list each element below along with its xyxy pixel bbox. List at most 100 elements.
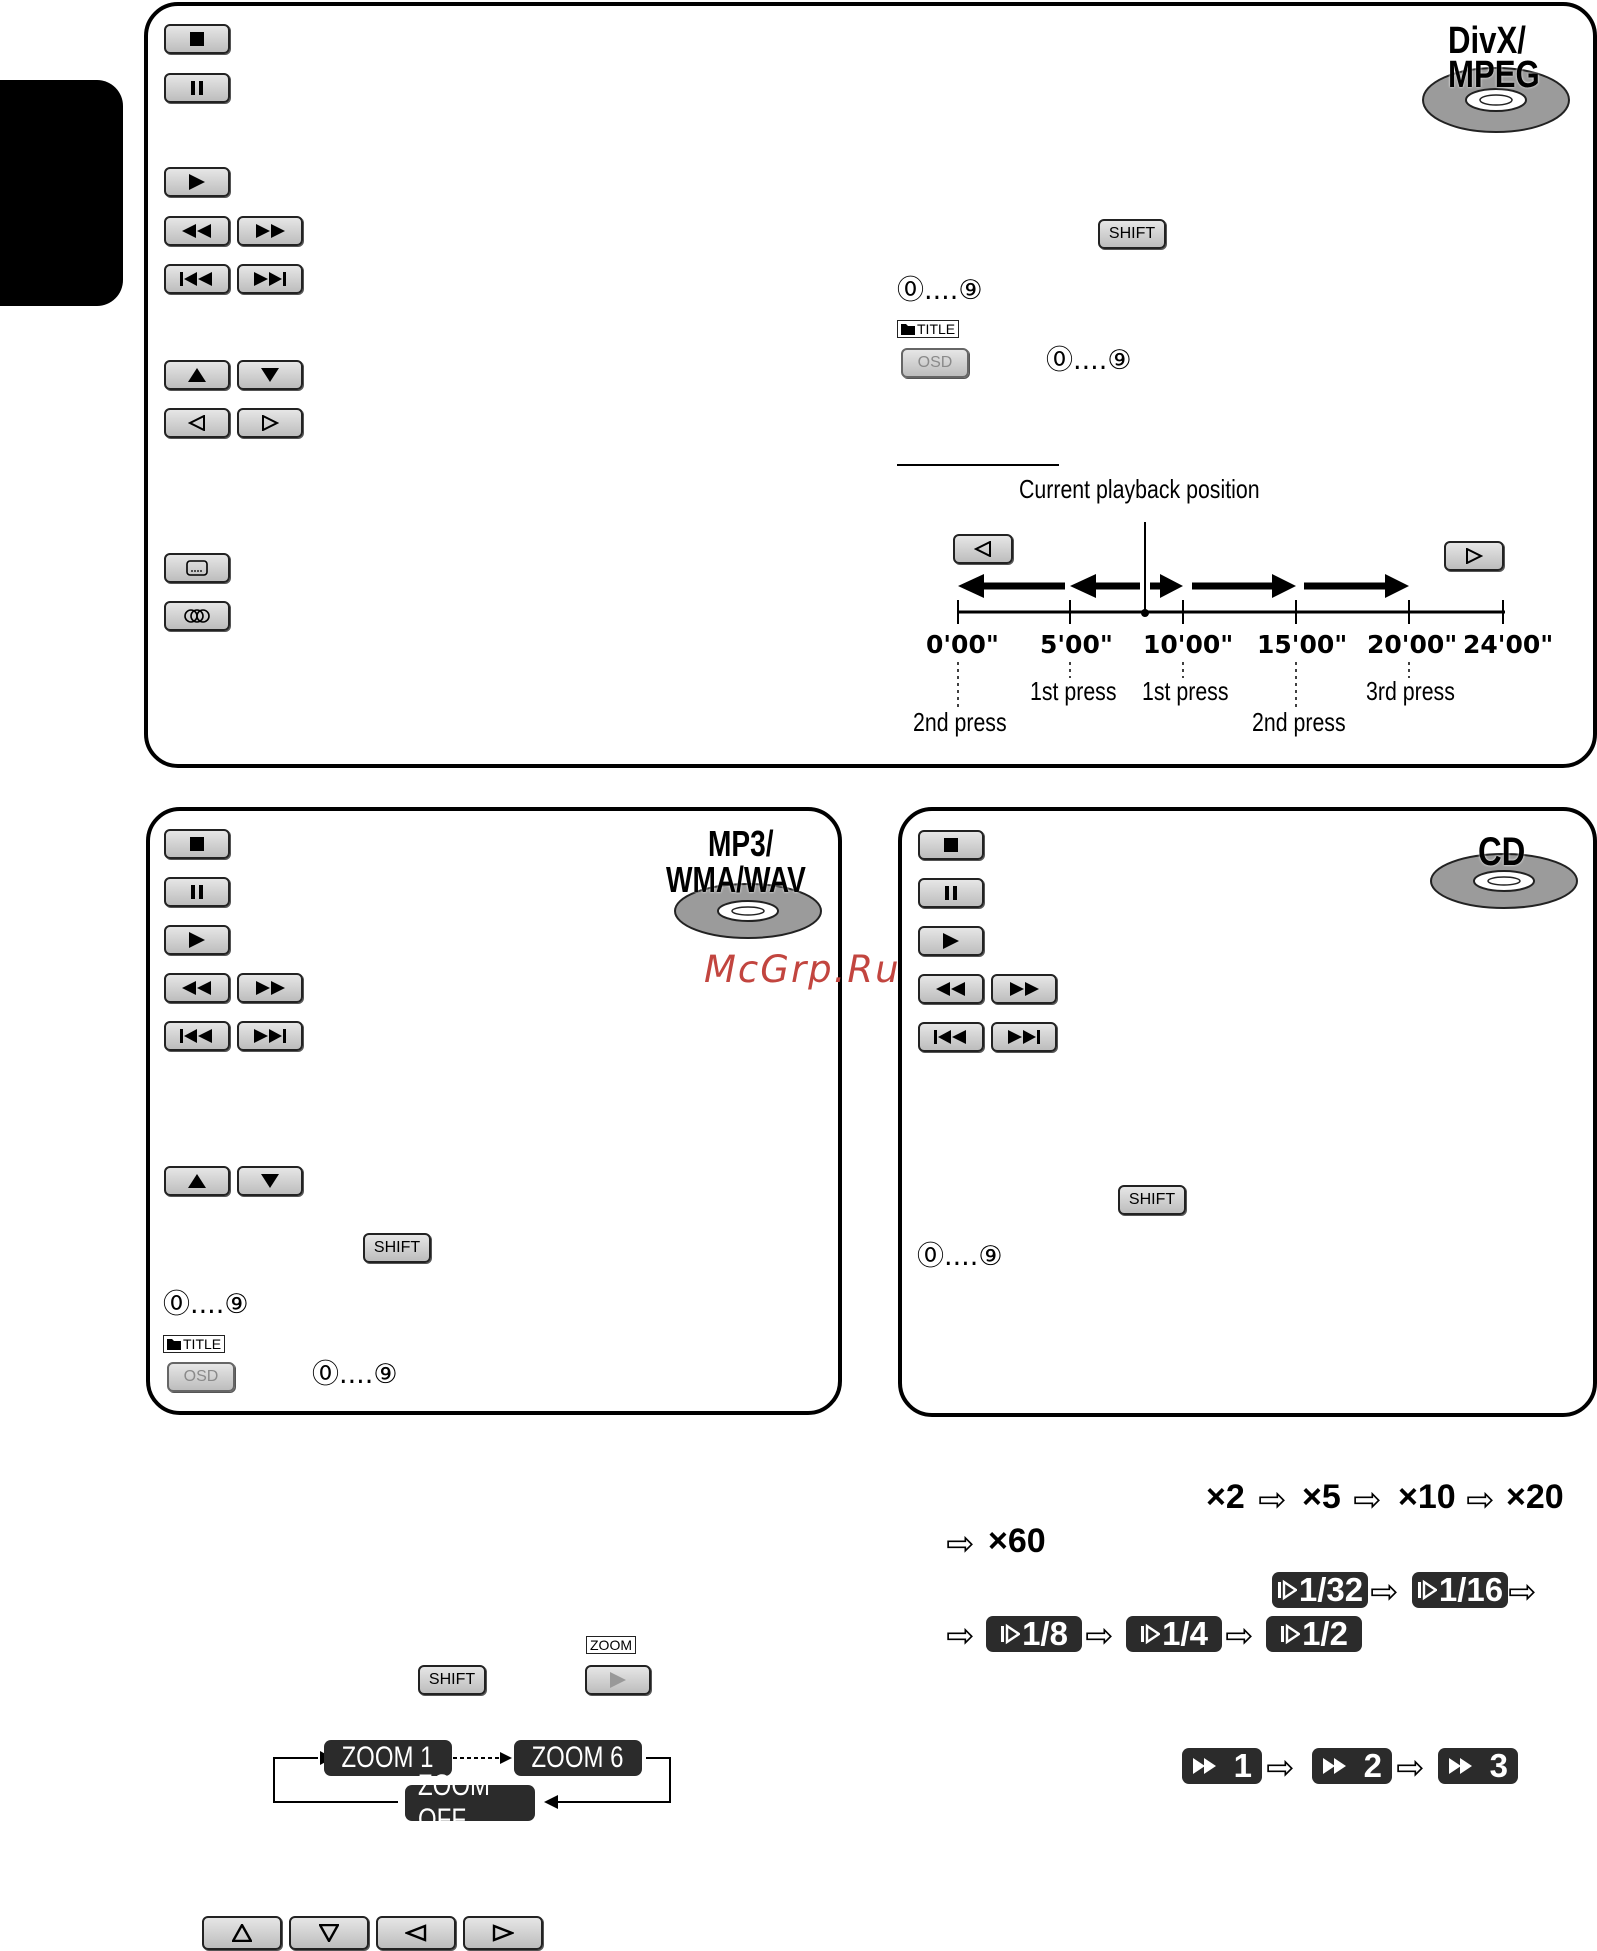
play-icon xyxy=(943,933,959,949)
slow-1-16-text: 1/16 xyxy=(1438,1571,1504,1608)
stop-icon xyxy=(190,837,204,851)
arrow-right-icon: ⇨ xyxy=(1466,1480,1495,1520)
slow-1-32-text: 1/32 xyxy=(1298,1571,1364,1608)
left-button[interactable] xyxy=(164,408,230,438)
right-outline-icon xyxy=(492,1924,514,1942)
skip-forward-icon xyxy=(254,1029,286,1043)
cd-panel xyxy=(898,807,1597,1417)
fast-forward-button[interactable] xyxy=(237,216,303,246)
shift-button[interactable]: SHIFT xyxy=(1098,219,1166,249)
cd-play-button[interactable] xyxy=(918,926,984,956)
mp3-up-button[interactable] xyxy=(164,1166,230,1196)
folder-icon xyxy=(901,324,915,335)
watermark: McGrp.Ru xyxy=(704,948,901,991)
up-triangle-icon xyxy=(188,1174,206,1188)
audio-button[interactable] xyxy=(164,601,230,631)
speed-x60-text: ×60 xyxy=(988,1522,1046,1560)
mp3-play-button[interactable] xyxy=(164,925,230,955)
arrow-right-icon: ⇨ xyxy=(946,1524,975,1564)
left-outline-icon xyxy=(188,415,205,431)
pan-down-button[interactable] xyxy=(289,1916,369,1950)
mp3-skip-back-button[interactable] xyxy=(164,1021,230,1051)
down-triangle-icon xyxy=(261,368,279,382)
number-keys-range-2: ⓪....⑨ xyxy=(1046,345,1132,376)
cd-skip-back-button[interactable] xyxy=(918,1022,984,1052)
fast-forward-icon xyxy=(1193,1758,1216,1774)
arrow-right-icon: ⇨ xyxy=(946,1616,975,1656)
mp3-osd-button[interactable]: OSD xyxy=(167,1362,235,1392)
skip-back-button[interactable] xyxy=(164,264,230,294)
rewind-button[interactable] xyxy=(164,216,230,246)
mp3-stop-button[interactable] xyxy=(164,829,230,859)
cd-rewind-button[interactable] xyxy=(918,974,984,1004)
mp3-skip-forward-button[interactable] xyxy=(237,1021,303,1051)
slow-1-8-text: 1/8 xyxy=(1022,1615,1068,1652)
osd-button[interactable]: OSD xyxy=(901,348,969,378)
cd-stop-button[interactable] xyxy=(918,830,984,860)
skip-forward-icon xyxy=(254,272,286,286)
play-button[interactable] xyxy=(164,167,230,197)
slow-1-32: 1/32 xyxy=(1272,1571,1368,1608)
up-button[interactable] xyxy=(164,360,230,390)
timeline-tick-5: 24'00" xyxy=(1463,630,1554,659)
slow-1-4-text: 1/4 xyxy=(1162,1615,1208,1652)
disc-icon xyxy=(1422,67,1570,133)
skip-forward-icon xyxy=(1008,1030,1040,1044)
up-outline-icon xyxy=(232,1924,252,1942)
zoom-6-label: ZOOM 6 xyxy=(514,1740,642,1776)
zoom-play-button[interactable] xyxy=(585,1665,651,1695)
down-button[interactable] xyxy=(237,360,303,390)
arrow-right-icon: ⇨ xyxy=(1353,1480,1382,1520)
subtitle-button[interactable] xyxy=(164,553,230,583)
mp3-rewind-button[interactable] xyxy=(164,973,230,1003)
zoom-1-label: ZOOM 1 xyxy=(324,1740,452,1776)
skip-back-icon xyxy=(934,1030,966,1044)
left-outline-icon xyxy=(405,1924,427,1942)
slow-1-2: 1/2 xyxy=(1266,1615,1362,1652)
arrow-right-icon: ⇨ xyxy=(1396,1748,1425,1788)
mp3-pause-button[interactable] xyxy=(164,877,230,907)
play-icon xyxy=(189,174,205,190)
stop-button[interactable] xyxy=(164,24,230,54)
divider-line xyxy=(897,464,1059,466)
pan-up-button[interactable] xyxy=(202,1916,282,1950)
play-icon xyxy=(610,1672,626,1688)
pan-left-button[interactable] xyxy=(376,1916,456,1950)
title-label-text: TITLE xyxy=(917,321,956,337)
divx-logo-line1: DivX/ xyxy=(1448,20,1526,62)
timeline-back-button[interactable] xyxy=(953,534,1013,564)
rewind-icon xyxy=(936,982,965,996)
cd-shift-button[interactable]: SHIFT xyxy=(1118,1185,1186,1215)
pan-right-button[interactable] xyxy=(463,1916,543,1950)
mp3-title-label: TITLE xyxy=(163,1335,226,1355)
cd-pause-button[interactable] xyxy=(918,878,984,908)
slow-play-icon xyxy=(1001,1623,1021,1645)
disc-icon xyxy=(1430,853,1578,909)
title-label: TITLE xyxy=(897,320,960,340)
press-label-1: 1st press xyxy=(1030,676,1117,706)
disc-icon xyxy=(674,883,822,939)
slow-1-16: 1/16 xyxy=(1412,1571,1508,1608)
timeline-diagram xyxy=(957,522,1505,708)
right-button[interactable] xyxy=(237,408,303,438)
rewind-icon xyxy=(182,224,211,238)
pause-button[interactable] xyxy=(164,73,230,103)
timeline-forward-button[interactable] xyxy=(1444,541,1504,571)
fast-forward-icon xyxy=(1449,1758,1472,1774)
zoom-label: ZOOM xyxy=(586,1636,636,1655)
mp3-down-button[interactable] xyxy=(237,1166,303,1196)
mp3-fast-forward-button[interactable] xyxy=(237,973,303,1003)
cd-fast-forward-button[interactable] xyxy=(991,974,1057,1004)
speed-x20: ×20 xyxy=(1506,1478,1564,1517)
press-label-0: 2nd press xyxy=(913,707,1007,737)
divx-logo-line2: MPEG xyxy=(1448,54,1540,96)
play-icon xyxy=(189,932,205,948)
timeline-tick-1: 5'00" xyxy=(1040,630,1113,659)
ff-level-1: 1 xyxy=(1182,1747,1262,1784)
stop-icon xyxy=(190,32,204,46)
cd-skip-forward-button[interactable] xyxy=(991,1022,1057,1052)
zoom-shift-button[interactable]: SHIFT xyxy=(418,1665,486,1695)
mp3-shift-button[interactable]: SHIFT xyxy=(363,1233,431,1263)
skip-forward-button[interactable] xyxy=(237,264,303,294)
number-keys-range: ⓪....⑨ xyxy=(897,275,983,306)
